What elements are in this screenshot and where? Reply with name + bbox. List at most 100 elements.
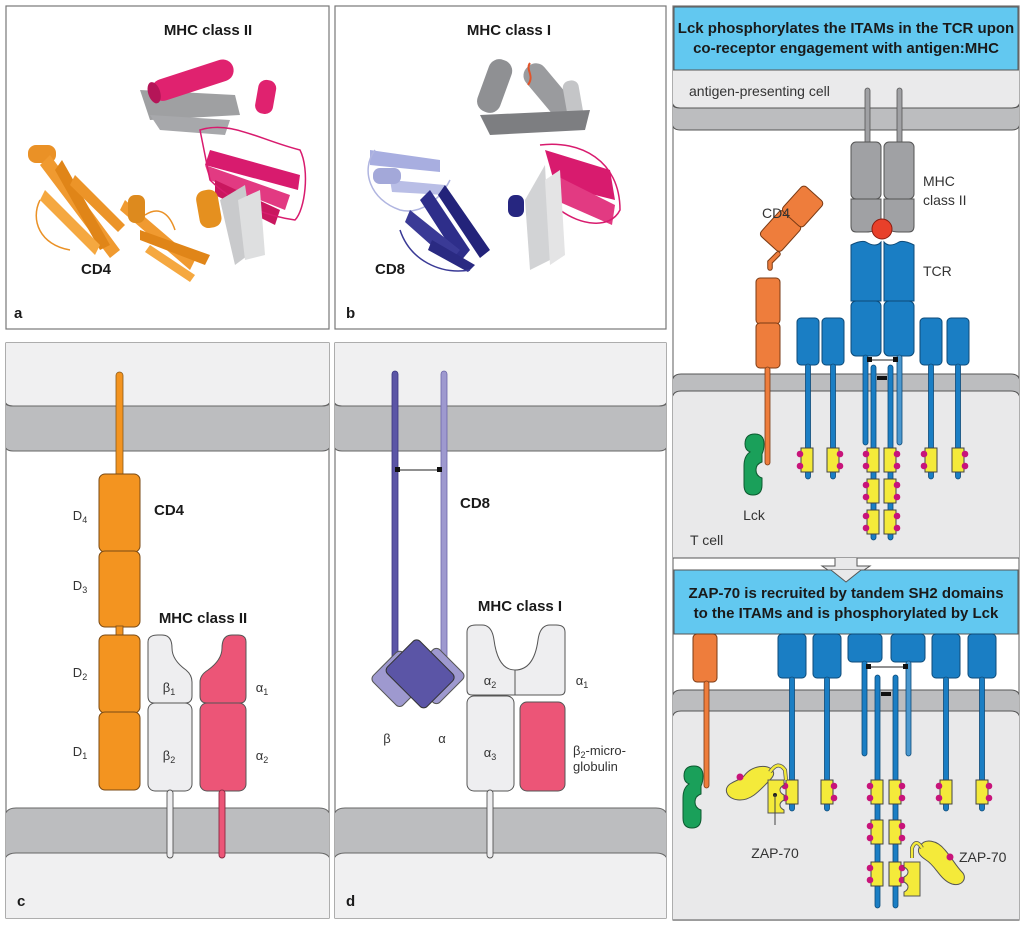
itam [883, 447, 897, 473]
mhc2-molecule-top [850, 87, 915, 240]
cd3-domain [821, 317, 845, 366]
phosphate [898, 822, 906, 830]
itam [888, 861, 902, 887]
panel-right: Lck phosphorylates the ITAMs in the TCR … [672, 5, 1020, 921]
cd3-domain [796, 317, 820, 366]
phosphate [961, 450, 969, 458]
phosphate [920, 462, 928, 470]
zap70-right-label: ZAP-70 [959, 849, 1007, 865]
panel-d-cd8-label: CD8 [460, 495, 490, 512]
phosphate [985, 794, 993, 802]
cd3-domain [777, 633, 807, 679]
panel-a-title: MHC class II [164, 22, 252, 39]
phosphate [893, 524, 901, 532]
cd3-tail [979, 676, 985, 812]
phosphate [866, 782, 874, 790]
panel-b-title: MHC class I [467, 22, 551, 39]
header-top [673, 6, 1019, 71]
itam [883, 478, 897, 504]
apc-label: antigen-presenting cell [689, 83, 830, 99]
b2-microglobulin [519, 701, 566, 792]
panel-b-letter: b [346, 305, 355, 322]
right-cd4-label: CD4 [762, 205, 790, 221]
cd4-ribbon-structure [28, 145, 222, 282]
header-bottom-line2: to the ITAMs and is phosphorylated by Lc… [694, 605, 999, 622]
itam [924, 447, 938, 473]
itam [866, 509, 880, 535]
cd8-molecule [371, 370, 465, 709]
phosphate [796, 462, 804, 470]
phosphate [893, 450, 901, 458]
phosphate [935, 794, 943, 802]
phosphate [961, 462, 969, 470]
itam [888, 779, 902, 805]
itam [826, 447, 840, 473]
cd3-domain [812, 633, 842, 679]
panel-c-cd4-label: CD4 [154, 502, 185, 519]
cd8-beta-label: β [383, 731, 390, 746]
itam [820, 779, 834, 805]
itams-top [796, 447, 969, 535]
mhc2-beta-chain [147, 634, 193, 859]
itam [866, 478, 880, 504]
itam [870, 779, 884, 805]
phosphate [862, 481, 870, 489]
zap70-left [725, 763, 788, 825]
itam [939, 779, 953, 805]
phosphate [862, 512, 870, 520]
lck-kinase-bottom [682, 765, 704, 829]
itam [883, 509, 897, 535]
itam [866, 447, 880, 473]
right-mhc-label-line1: MHC [923, 173, 955, 189]
header-top-line1: Lck phosphorylates the ITAMs in the TCR … [678, 20, 1014, 37]
panel-d-letter: d [346, 893, 355, 910]
panel-c-mhc-label: MHC class II [159, 610, 247, 627]
membrane-top [6, 403, 329, 452]
phosphate [866, 876, 874, 884]
phosphate [836, 462, 844, 470]
b2m-label-line1: β2-micro- [573, 743, 626, 760]
itams-bottom [781, 779, 993, 887]
panel-a: MHC class II [5, 5, 330, 330]
antigen-peptide [871, 218, 893, 240]
phosphate [985, 782, 993, 790]
phosphate [862, 493, 870, 501]
cd3-tail [943, 676, 949, 812]
phosphate [836, 450, 844, 458]
zap70-left-label: ZAP-70 [751, 845, 799, 861]
phosphate [893, 512, 901, 520]
header-bottom-line1: ZAP-70 is recruited by tandem SH2 domain… [688, 585, 1003, 602]
mhc2-ribbon-structure [140, 59, 307, 265]
phosphate [935, 782, 943, 790]
right-lck-label: Lck [743, 507, 766, 523]
phosphate [893, 462, 901, 470]
cd3-tail [789, 676, 795, 812]
phosphate [830, 794, 838, 802]
phosphate [862, 462, 870, 470]
phosphate [920, 450, 928, 458]
cd4-molecule-top [755, 185, 824, 466]
panel-c: D4 D3 D2 D1 CD4 MHC class II β1 β2 α1 α2… [5, 342, 330, 919]
mhc1-heavy-chain [466, 624, 566, 859]
b2m-label-line2: globulin [573, 759, 618, 774]
phosphate [866, 864, 874, 872]
itam [888, 819, 902, 845]
panel-d-mhc-label: MHC class I [478, 598, 562, 615]
cd3-chains-bottom [777, 633, 997, 812]
cd3-domain [967, 633, 997, 679]
itam [800, 447, 814, 473]
phosphate [866, 822, 874, 830]
phosphate [898, 782, 906, 790]
right-tcell-label: T cell [690, 532, 723, 548]
panel-a-cd4-label: CD4 [81, 261, 112, 278]
cd3-tail [824, 676, 830, 812]
phosphate [898, 794, 906, 802]
cd8-alpha-label: α [438, 731, 446, 746]
panel-b-cd8-label: CD8 [375, 261, 405, 278]
cd3-domain [931, 633, 961, 679]
phosphate [862, 524, 870, 532]
mhc1-ribbon-structure [477, 59, 621, 270]
panel-a-letter: a [14, 305, 23, 322]
itam [785, 779, 799, 805]
